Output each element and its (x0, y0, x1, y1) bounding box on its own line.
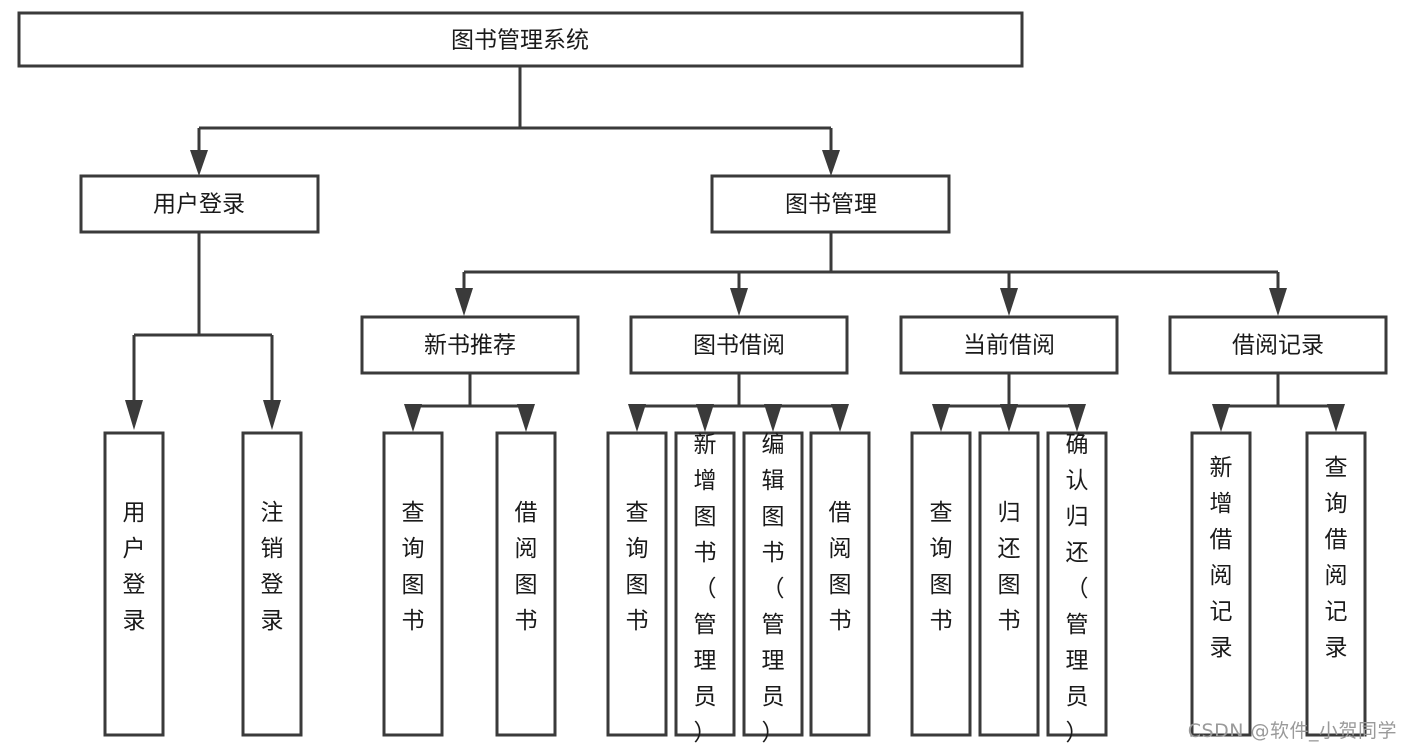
node-new-book-recommend-label: 新书推荐 (424, 333, 516, 359)
leaf-book-borrow-1-box[interactable] (674, 431, 736, 737)
node-borrow-record-box[interactable] (1168, 315, 1388, 375)
node-book-manage-box[interactable] (710, 174, 951, 234)
node-root[interactable]: 图书管理系统 (17, 11, 1024, 68)
node-book-borrow[interactable]: 图书借阅 (629, 315, 849, 375)
leaf-user-login-1-box[interactable] (241, 431, 303, 737)
node-borrow-record-label: 借阅记录 (1232, 333, 1324, 359)
leaf-new-book-1-box[interactable] (495, 431, 557, 737)
leaf-book-borrow-3-label: 借阅图书 (829, 500, 852, 634)
arrow-head-leaf-current-borrow-2 (1068, 404, 1086, 432)
leaf-book-borrow-3[interactable]: 借阅图书 (809, 431, 871, 737)
leaf-new-book-0[interactable]: 查询图书 (382, 431, 444, 737)
node-root-label: 图书管理系统 (451, 28, 589, 54)
arrow-head-leaf-borrow-record-0 (1212, 404, 1230, 432)
leaf-book-borrow-2-box[interactable] (742, 431, 804, 737)
arrow-head-borrow-record (1269, 288, 1287, 316)
leaf-new-book-1-label: 借阅图书 (515, 500, 538, 634)
arrow-head-leaf-current-borrow-0 (932, 404, 950, 432)
csdn-watermark: CSDN @软件_小贺同学 (1187, 720, 1397, 742)
leaf-user-login-0-box[interactable] (103, 431, 165, 737)
leaf-current-borrow-2-label: 确认归还（管理员） (1066, 432, 1089, 746)
arrow-head-leaf-book-borrow-2 (764, 404, 782, 432)
leaf-book-borrow-0[interactable]: 查询图书 (606, 431, 668, 737)
node-book-manage-label: 图书管理 (785, 192, 877, 218)
node-borrow-record[interactable]: 借阅记录 (1168, 315, 1388, 375)
arrow-head-leaf-borrow-record-1 (1327, 404, 1345, 432)
leaf-current-borrow-1-label: 归还图书 (998, 500, 1021, 634)
leaf-borrow-record-0[interactable]: 新增借阅记录 (1190, 431, 1252, 737)
node-book-borrow-box[interactable] (629, 315, 849, 375)
node-book-borrow-label: 图书借阅 (693, 333, 785, 359)
leaf-book-borrow-1[interactable]: 新增图书（管理员） (674, 431, 736, 746)
arrow-head-leaf-user-login-0 (125, 400, 143, 430)
leaf-book-borrow-0-label: 查询图书 (626, 500, 649, 634)
leaf-current-borrow-0-box[interactable] (910, 431, 972, 737)
arrow-head-leaf-book-borrow-3 (831, 404, 849, 432)
arrow-head-user-login (190, 150, 208, 176)
leaf-new-book-0-label: 查询图书 (402, 500, 425, 634)
arrow-head-leaf-user-login-1 (263, 400, 281, 430)
arrow-head-book-manage (822, 150, 840, 176)
leaf-book-borrow-1-label: 新增图书（管理员） (694, 432, 717, 746)
arrow-head-leaf-new-book-0 (404, 404, 422, 432)
node-current-borrow-label: 当前借阅 (963, 333, 1055, 359)
node-book-manage[interactable]: 图书管理 (710, 174, 951, 234)
node-new-book-recommend-box[interactable] (360, 315, 580, 375)
leaf-current-borrow-2[interactable]: 确认归还（管理员） (1046, 431, 1108, 746)
leaf-borrow-record-1-label: 查询借阅记录 (1325, 455, 1348, 661)
leaf-user-login-1[interactable]: 注销登录 (241, 431, 303, 737)
leaf-book-borrow-0-box[interactable] (606, 431, 668, 737)
leaf-borrow-record-0-box[interactable] (1190, 431, 1252, 737)
leaf-current-borrow-0[interactable]: 查询图书 (910, 431, 972, 737)
node-current-borrow-box[interactable] (899, 315, 1119, 375)
arrow-head-new-book (455, 288, 473, 316)
leaf-borrow-record-0-label: 新增借阅记录 (1210, 455, 1233, 661)
node-user-login-label: 用户登录 (153, 192, 245, 218)
node-new-book-recommend[interactable]: 新书推荐 (360, 315, 580, 375)
arrow-head-book-borrow (730, 288, 748, 316)
leaf-user-login-0-label: 用户登录 (123, 500, 146, 634)
node-root-box[interactable] (17, 11, 1024, 68)
arrow-head-leaf-book-borrow-0 (628, 404, 646, 432)
node-current-borrow[interactable]: 当前借阅 (899, 315, 1119, 375)
leaf-borrow-record-1-box[interactable] (1305, 431, 1367, 737)
arrow-head-current-borrow (1000, 288, 1018, 316)
leaf-book-borrow-3-box[interactable] (809, 431, 871, 737)
leaf-new-book-1[interactable]: 借阅图书 (495, 431, 557, 737)
arrow-head-leaf-current-borrow-1 (1000, 404, 1018, 432)
leaf-borrow-record-1[interactable]: 查询借阅记录 (1305, 431, 1367, 737)
leaf-current-borrow-2-box[interactable] (1046, 431, 1108, 737)
leaf-book-borrow-2-label: 编辑图书（管理员） (762, 432, 785, 746)
leaf-current-borrow-1[interactable]: 归还图书 (978, 431, 1040, 737)
arrow-head-leaf-new-book-1 (517, 404, 535, 432)
connector-group (125, 66, 1345, 432)
leaf-new-book-0-box[interactable] (382, 431, 444, 737)
leaf-user-login-0[interactable]: 用户登录 (103, 431, 165, 737)
leaf-book-borrow-2[interactable]: 编辑图书（管理员） (742, 431, 804, 746)
leaf-user-login-1-label: 注销登录 (261, 500, 284, 634)
node-user-login[interactable]: 用户登录 (79, 174, 320, 234)
arrow-head-leaf-book-borrow-1 (696, 404, 714, 432)
node-user-login-box[interactable] (79, 174, 320, 234)
leaf-current-borrow-1-box[interactable] (978, 431, 1040, 737)
leaf-current-borrow-0-label: 查询图书 (930, 500, 953, 634)
